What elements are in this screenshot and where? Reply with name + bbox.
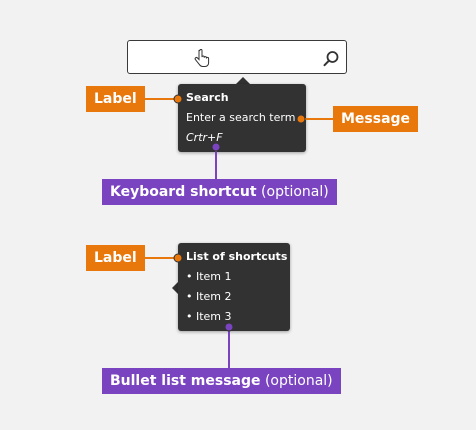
tooltip-message: Enter a search term bbox=[186, 111, 296, 124]
search-tooltip: Search Enter a search term Crtr+F bbox=[178, 84, 306, 152]
label-callout-text: Label bbox=[94, 250, 137, 266]
tooltip-pointer bbox=[172, 282, 178, 294]
label-callout-text: Label bbox=[94, 91, 137, 107]
tooltip-list-item: • Item 2 bbox=[186, 290, 232, 303]
message-callout: Message bbox=[333, 106, 419, 132]
bullet-list-callout: Bullet list message (optional) bbox=[102, 368, 341, 394]
callout-title: Bullet list message bbox=[110, 373, 261, 389]
callout-optional: (optional) bbox=[256, 184, 329, 200]
search-input[interactable] bbox=[127, 40, 347, 74]
label-callout: Label bbox=[86, 86, 145, 112]
label-connector bbox=[141, 253, 183, 263]
hand-cursor-icon bbox=[194, 49, 210, 67]
tooltip-list-item: • Item 1 bbox=[186, 270, 232, 283]
tooltip-shortcut: Crtr+F bbox=[186, 131, 223, 144]
callout-title: Keyboard shortcut bbox=[110, 184, 257, 200]
tooltip-list-item: • Item 3 bbox=[186, 310, 232, 323]
message-callout-text: Message bbox=[341, 111, 411, 127]
magnifier-icon[interactable] bbox=[322, 50, 340, 68]
callout-optional: (optional) bbox=[260, 373, 333, 389]
tooltip-label: Search bbox=[186, 91, 229, 104]
label-connector bbox=[141, 94, 183, 104]
shortcuts-tooltip: List of shortcuts • Item 1 • Item 2 • It… bbox=[178, 243, 290, 331]
tooltip-label: List of shortcuts bbox=[186, 250, 288, 263]
keyboard-shortcut-callout: Keyboard shortcut (optional) bbox=[102, 179, 337, 205]
label-callout: Label bbox=[86, 245, 145, 271]
tooltip-pointer bbox=[236, 77, 250, 84]
